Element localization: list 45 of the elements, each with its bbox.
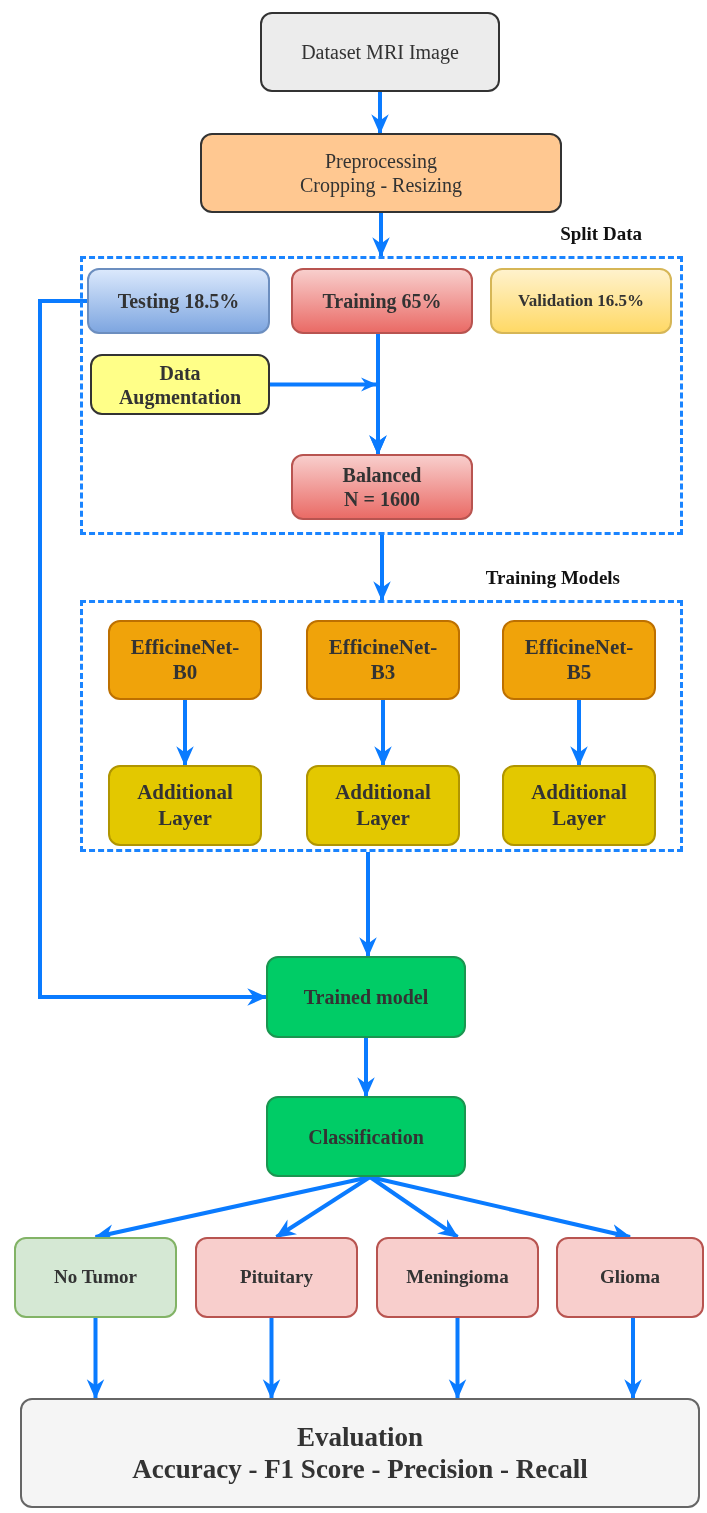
node-label: Additional Layer xyxy=(334,780,432,831)
node-label: Glioma xyxy=(599,1266,661,1289)
node-label: EfficineNet- B0 xyxy=(129,634,241,686)
node-label: Training 65% xyxy=(322,289,442,313)
process-box xyxy=(87,268,270,334)
node-label: Balanced xyxy=(342,463,422,487)
model-box xyxy=(502,620,656,700)
node-label: Dataset MRI Image xyxy=(301,40,459,64)
process-box xyxy=(490,268,672,334)
node-label: Trained model xyxy=(303,985,429,1009)
node-label: EfficineNet- B3 xyxy=(327,634,439,686)
node-label: Accuracy - F1 Score - Precision - Recall xyxy=(132,1453,588,1486)
process-box xyxy=(266,956,466,1038)
layer-box xyxy=(306,765,460,846)
class-box xyxy=(14,1237,177,1318)
group-heading: Split Data xyxy=(560,223,642,245)
process-box xyxy=(266,1096,466,1177)
class-box xyxy=(376,1237,539,1318)
model-box xyxy=(108,620,262,700)
node-label: Cropping - Resizing xyxy=(299,173,463,197)
node-label: Additional Layer xyxy=(136,780,234,831)
class-box xyxy=(195,1237,358,1318)
layer-box xyxy=(108,765,262,846)
node-label: Preprocessing xyxy=(324,149,438,173)
node-label: EfficineNet- B5 xyxy=(523,634,635,686)
layer-box xyxy=(502,765,656,846)
process-box xyxy=(260,12,500,92)
class-box xyxy=(556,1237,704,1318)
process-box xyxy=(291,268,473,334)
process-box xyxy=(90,354,270,415)
node-label: Data Augmentation xyxy=(117,360,243,409)
group-heading: Training Models xyxy=(485,567,620,589)
node-label: Meningioma xyxy=(406,1266,509,1289)
process-box xyxy=(20,1398,700,1508)
node-label: Pituitary xyxy=(240,1266,313,1289)
process-box xyxy=(291,454,473,520)
node-label: N = 1600 xyxy=(344,487,420,511)
model-box xyxy=(306,620,460,700)
node-label: Testing 18.5% xyxy=(117,289,240,313)
node-label: Classification xyxy=(308,1124,424,1149)
node-label: Additional Layer xyxy=(530,780,628,831)
node-label: Validation 16.5% xyxy=(518,290,644,312)
node-label: No Tumor xyxy=(54,1266,137,1289)
process-box xyxy=(200,133,562,213)
node-label: Evaluation xyxy=(296,1420,423,1453)
